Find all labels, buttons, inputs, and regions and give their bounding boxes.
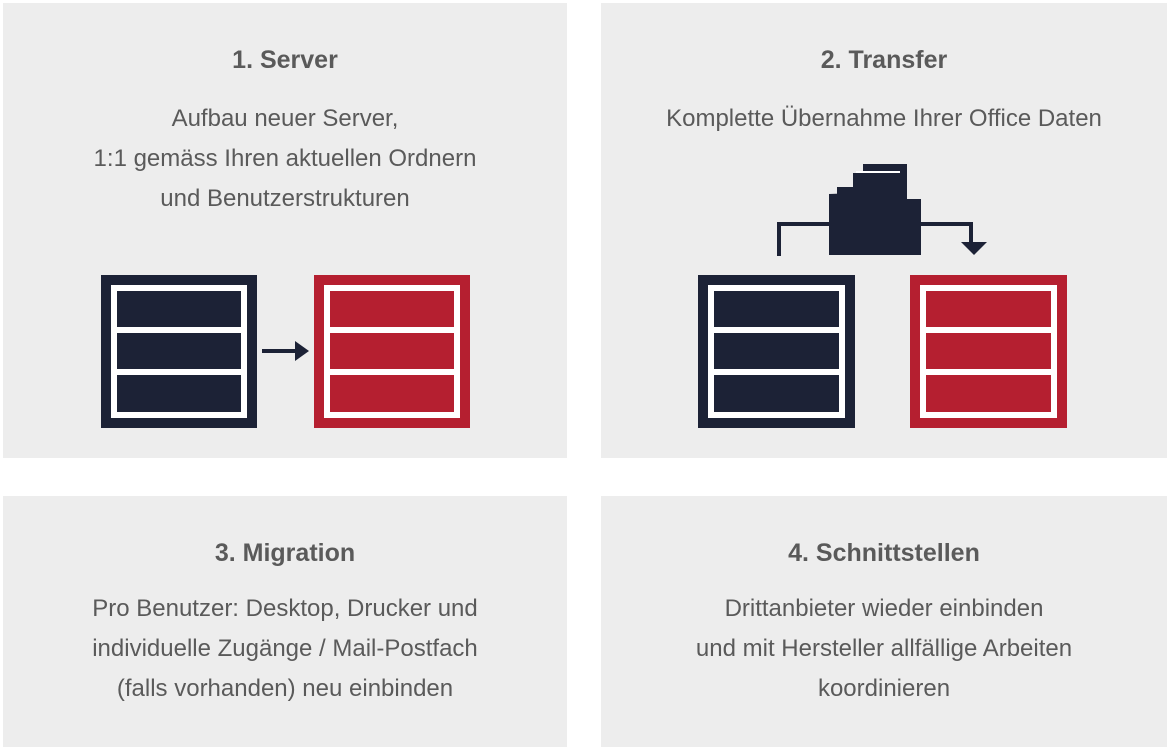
step-card-schnittstellen: 4. Schnittstellen Drittanbieter wieder e… — [601, 496, 1167, 747]
server-rack-icon — [698, 275, 855, 428]
server-rack-icon — [910, 275, 1067, 428]
step-description-line: Pro Benutzer: Desktop, Drucker und — [92, 595, 478, 622]
step-description-line: Komplette Übernahme Ihrer Office Daten — [666, 105, 1102, 132]
step-description: Aufbau neuer Server, 1:1 gemäss Ihren ak… — [13, 99, 557, 219]
step-title: 4. Schnittstellen — [788, 539, 980, 567]
step-description-line: (falls vorhanden) neu einbinden — [116, 675, 454, 702]
step-card-transfer: 2. Transfer Komplette Übernahme Ihrer Of… — [601, 3, 1167, 458]
transfer-connector — [777, 222, 973, 256]
step-description: Komplette Übernahme Ihrer Office Daten — [611, 99, 1157, 139]
step-description-line: individuelle Zugänge / Mail-Postfach — [92, 635, 478, 662]
step-card-migration: 3. Migration Pro Benutzer: Desktop, Druc… — [3, 496, 567, 747]
step-description-line: und mit Hersteller allfällige Arbeiten — [695, 635, 1073, 662]
arrow-right-icon — [262, 341, 309, 361]
folder-icon — [829, 164, 921, 255]
arrow-down-icon — [961, 242, 987, 255]
server-illustration — [101, 275, 470, 428]
step-description-line: 1:1 gemäss Ihren aktuellen Ordnern — [93, 145, 477, 172]
step-card-server: 1. Server Aufbau neuer Server, 1:1 gemäs… — [3, 3, 567, 458]
step-description-line: koordinieren — [817, 675, 951, 702]
step-description-line: und Benutzerstrukturen — [160, 185, 410, 212]
transfer-illustration — [698, 164, 1067, 428]
step-description: Pro Benutzer: Desktop, Drucker und indiv… — [13, 589, 557, 709]
step-description-line: Aufbau neuer Server, — [171, 105, 399, 132]
step-title: 3. Migration — [214, 539, 356, 567]
server-rack-icon — [314, 275, 470, 428]
step-title: 1. Server — [232, 46, 338, 74]
step-title: 2. Transfer — [820, 46, 948, 74]
server-rack-icon — [101, 275, 257, 428]
step-description-line: Drittanbieter wieder einbinden — [724, 595, 1044, 622]
step-description: Drittanbieter wieder einbinden und mit H… — [611, 589, 1157, 709]
